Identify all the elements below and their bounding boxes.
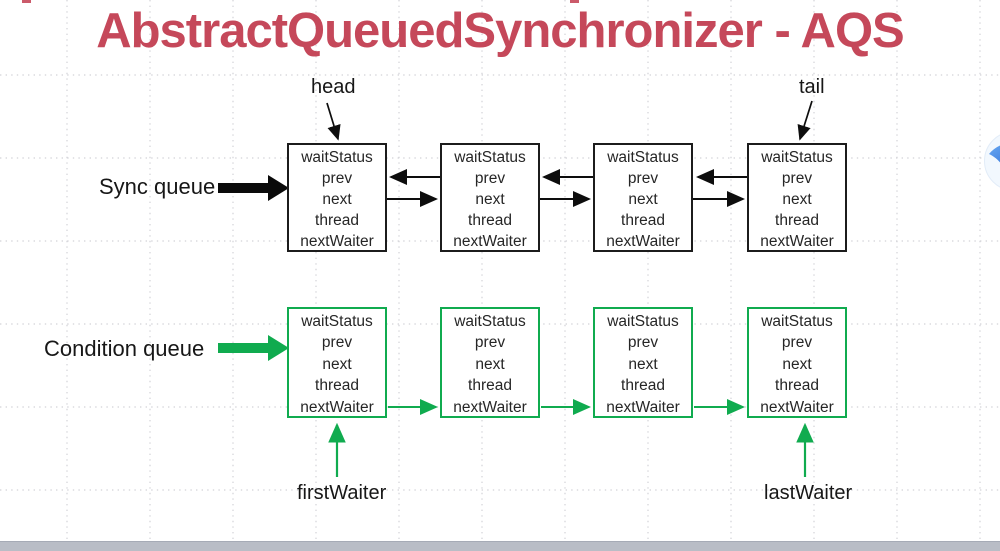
- node-field: waitStatus: [761, 149, 833, 166]
- tail-label: tail: [799, 76, 825, 98]
- watermark-logo-icon: [984, 131, 1000, 191]
- node-field: prev: [627, 334, 659, 352]
- page-title: AbstractQueuedSynchronizer - AQS: [96, 4, 905, 58]
- node-field: thread: [621, 377, 665, 395]
- node-field: prev: [781, 334, 813, 352]
- sync-queue-label: Sync queue: [99, 174, 216, 199]
- artifact-mark: [22, 0, 31, 3]
- node-field: nextWaiter: [300, 398, 374, 416]
- node-field: next: [782, 355, 812, 373]
- node-field: next: [475, 191, 505, 208]
- condition-queue-block-arrow: [218, 335, 289, 361]
- node-field: prev: [474, 170, 506, 187]
- node-field: nextWaiter: [300, 233, 374, 250]
- sync-node-box: waitStatus prev next thread nextWaiter: [593, 143, 693, 252]
- node-field: next: [475, 355, 505, 373]
- node-field: nextWaiter: [760, 233, 834, 250]
- head-label: head: [311, 76, 356, 98]
- node-field: nextWaiter: [453, 233, 527, 250]
- node-field: waitStatus: [301, 313, 373, 330]
- node-field: next: [322, 355, 352, 373]
- last-waiter-label: lastWaiter: [764, 482, 853, 504]
- node-field: nextWaiter: [760, 398, 834, 416]
- sync-node-box: waitStatus prev next thread nextWaiter: [440, 143, 540, 252]
- bottom-scrollbar[interactable]: [0, 541, 1000, 551]
- node-field: thread: [775, 212, 819, 229]
- node-field: thread: [468, 212, 512, 229]
- node-field: nextWaiter: [606, 398, 680, 416]
- node-field: prev: [474, 334, 506, 352]
- condition-node-box: waitStatus prev next thread nextWaiter: [747, 307, 847, 418]
- node-field: thread: [315, 212, 359, 229]
- node-field: prev: [627, 170, 659, 187]
- node-field: thread: [315, 377, 359, 395]
- node-field: next: [322, 191, 352, 208]
- node-field: prev: [321, 170, 353, 187]
- head-pointer-arrow: [326, 102, 341, 141]
- node-field: prev: [781, 170, 813, 187]
- tail-pointer-arrow: [797, 100, 813, 141]
- artifact-mark: [570, 0, 579, 3]
- node-field: next: [628, 355, 658, 373]
- node-field: thread: [621, 212, 665, 229]
- sync-queue-block-arrow: [218, 175, 289, 201]
- node-field: next: [782, 191, 812, 208]
- node-field: prev: [321, 334, 353, 352]
- node-field: thread: [775, 377, 819, 395]
- first-waiter-label: firstWaiter: [297, 482, 387, 504]
- node-field: waitStatus: [761, 313, 833, 330]
- node-field: waitStatus: [607, 149, 679, 166]
- node-field: waitStatus: [454, 313, 526, 330]
- condition-node-box: waitStatus prev next thread nextWaiter: [440, 307, 540, 418]
- node-field: waitStatus: [454, 149, 526, 166]
- sync-node-box: waitStatus prev next thread nextWaiter: [747, 143, 847, 252]
- condition-node-box: waitStatus prev next thread nextWaiter: [287, 307, 387, 418]
- node-field: next: [628, 191, 658, 208]
- sync-node-box: waitStatus prev next thread nextWaiter: [287, 143, 387, 252]
- node-field: waitStatus: [301, 149, 373, 166]
- condition-node-box: waitStatus prev next thread nextWaiter: [593, 307, 693, 418]
- node-field: waitStatus: [607, 313, 679, 330]
- node-field: nextWaiter: [453, 398, 527, 416]
- node-field: thread: [468, 377, 512, 395]
- condition-queue-label: Condition queue: [44, 336, 205, 361]
- node-field: nextWaiter: [606, 233, 680, 250]
